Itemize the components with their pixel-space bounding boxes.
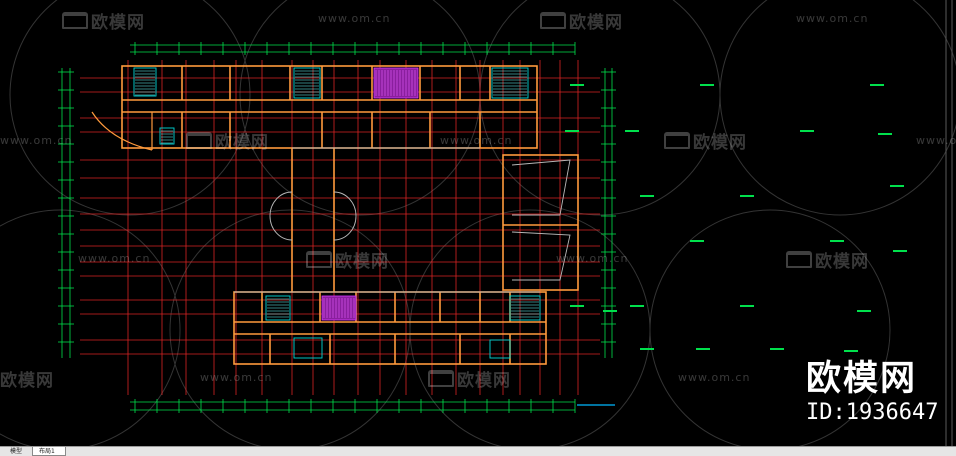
watermark-logo: 欧模网	[428, 366, 511, 391]
watermark-url: www.om.cn	[796, 12, 869, 25]
hatch-lines	[323, 70, 416, 318]
annotation-mark	[696, 348, 710, 350]
floor-plan-drawing[interactable]	[0, 0, 956, 446]
annotation-marks	[565, 84, 907, 352]
layout-tab-strip: 模型 布局1	[0, 446, 956, 456]
annotation-mark	[740, 305, 754, 307]
watermark-url: www.om.cn	[556, 252, 629, 265]
annotation-mark	[630, 305, 644, 307]
watermark-url: www.om.cn	[916, 134, 956, 147]
watermark-url: www.om.cn	[0, 134, 73, 147]
annotation-mark	[878, 133, 892, 135]
watermark-logo: 欧模网	[186, 128, 269, 153]
watermark-url: www.om.cn	[678, 371, 751, 384]
watermark-logo: 欧模网	[62, 8, 145, 33]
watermark-url: www.om.cn	[78, 252, 151, 265]
annotation-mark	[603, 310, 617, 312]
annotation-mark	[625, 130, 639, 132]
watermark-logo: 欧模网	[664, 128, 747, 153]
annotation-mark	[890, 185, 904, 187]
cad-model-viewport[interactable]: 欧模网 www.om.cn 欧模网 www.om.cn www.om.cn 欧模…	[0, 0, 956, 446]
atrium-outline	[234, 147, 571, 293]
watermark-url: www.om.cn	[440, 134, 513, 147]
annotation-mark	[565, 130, 579, 132]
tab-layout1[interactable]: 布局1	[32, 447, 66, 456]
entrance-arc	[91, 111, 153, 151]
axis-grid	[80, 60, 600, 395]
watermark-logo: 欧模网	[786, 247, 869, 272]
brand-name: 欧模网	[806, 359, 918, 399]
annotation-mark	[640, 195, 654, 197]
annotation-mark	[570, 84, 584, 86]
annotation-mark	[844, 350, 858, 352]
watermark-url: www.om.cn	[318, 12, 391, 25]
hatched-rooms	[321, 67, 419, 321]
brand-id-label: ID:1936647	[806, 400, 939, 425]
annotation-mark	[893, 250, 907, 252]
annotation-mark	[770, 348, 784, 350]
sheet-frame	[945, 0, 953, 446]
stair-cores	[133, 67, 541, 359]
annotation-mark	[740, 195, 754, 197]
annotation-mark	[690, 240, 704, 242]
watermark-logo: 欧模网	[306, 247, 389, 272]
watermark-url: www.om.cn	[200, 371, 273, 384]
watermark-logo: 欧模网	[540, 8, 623, 33]
annotation-mark	[700, 84, 714, 86]
annotation-mark	[857, 310, 871, 312]
watermark-logo: 欧模网	[0, 371, 54, 391]
annotation-mark	[870, 84, 884, 86]
annotation-mark	[570, 305, 584, 307]
stair-steps	[135, 70, 539, 318]
brand-overlay: 欧模网 ID:1936647	[806, 360, 938, 426]
tab-model[interactable]: 模型	[4, 447, 32, 456]
dimension-lines	[61, 44, 613, 411]
annotation-mark	[800, 130, 814, 132]
annotation-mark	[640, 348, 654, 350]
dimension-ticks	[58, 42, 616, 413]
annotation-mark	[830, 240, 844, 242]
